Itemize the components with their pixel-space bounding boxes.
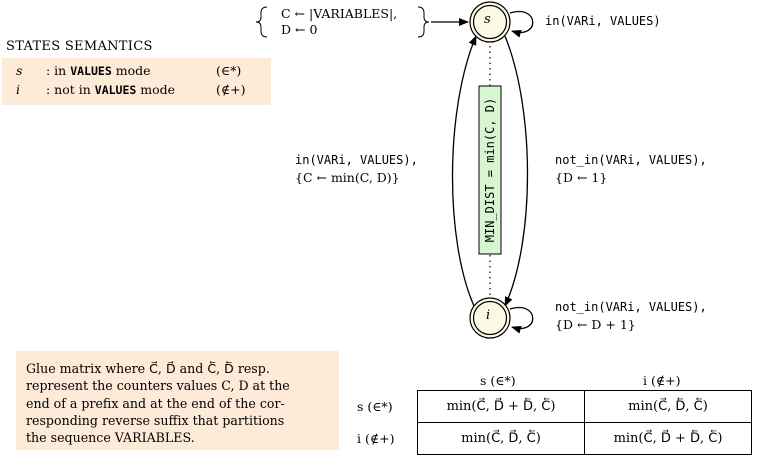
matrix-cell-i-i: min(C⃗, D⃗ + D⃖, C⃖)	[584, 422, 752, 455]
glue-note-line-1: Glue matrix where C⃗, D⃗ and C⃖, D⃖ resp…	[26, 361, 270, 376]
matrix-col-header-s: s (∈*)	[480, 373, 516, 388]
loop-i-label-1: not_in(VARi, VALUES),	[555, 300, 707, 314]
transition-i-to-s	[451, 35, 477, 307]
states-semantics-title: STATES SEMANTICS	[6, 39, 153, 54]
semantics-state-i: i	[16, 82, 20, 97]
transition-s-to-i-label-1: not_in(VARi, VALUES),	[555, 153, 707, 167]
state-i	[469, 297, 511, 339]
loop-i	[509, 306, 534, 334]
semantics-row-s: s : in VALUES mode (∈*)	[2, 62, 271, 80]
transition-s-to-i	[504, 35, 529, 307]
matrix-col-header-i: i (∉+)	[643, 373, 681, 388]
glue-note-line-2: represent the counters values C, D at th…	[26, 378, 290, 394]
glue-note-text: Glue matrix where C⃗, D⃗ and C⃖, D⃖ resp…	[26, 360, 336, 446]
semantics-row-i: i : not in VALUES mode (∉+)	[2, 81, 271, 99]
matrix-cell-s-s: min(C⃗, D⃗ + D⃖, C⃖)	[417, 390, 585, 423]
semantics-desc-s: : in VALUES mode	[46, 63, 151, 78]
semantics-state-s: s	[16, 63, 23, 78]
matrix-row-s: min(C⃗, D⃗ + D⃖, C⃖) min(C⃗, D⃖, C⃖)	[417, 390, 752, 423]
transition-s-to-i-label-2: {D ← 1}	[555, 170, 608, 185]
matrix-cell-s-i: min(C⃗, D⃖, C⃖)	[584, 390, 752, 423]
glue-note-line-3: end of a prefix and at the end of the co…	[26, 395, 285, 411]
matrix-cell-i-s: min(C⃗, D⃗, C⃖)	[417, 422, 585, 455]
semantics-desc-i: : not in VALUES mode	[46, 82, 176, 97]
min-dist-box	[478, 85, 502, 255]
semantics-symbol-s: (∈*)	[216, 63, 242, 78]
init-left-brace	[255, 6, 268, 38]
transition-i-to-s-label-2: {C ← min(C, D)}	[295, 170, 400, 185]
transition-i-to-s-label-1: in(VARi, VALUES),	[295, 153, 418, 167]
semantics-symbol-i: (∉+)	[216, 82, 246, 97]
states-semantics-panel: s : in VALUES mode (∈*) i : not in VALUE…	[2, 58, 271, 105]
matrix-row-header-s: s (∈*)	[357, 399, 393, 414]
state-i-label: i	[486, 308, 491, 323]
matrix-row-header-i: i (∉+)	[357, 431, 395, 446]
loop-i-label-2: {D ← D + 1}	[555, 317, 636, 332]
min-dist-label: MIN_DIST = min(C, D)	[483, 97, 497, 243]
state-s-label: s	[484, 12, 491, 27]
glue-note-line-4: responding reverse suffix that partition…	[26, 412, 285, 428]
state-s	[469, 1, 511, 43]
glue-note-panel	[16, 351, 339, 450]
init-line-2: D ← 0	[281, 22, 318, 37]
glue-note-line-5: the sequence VARIABLES.	[26, 430, 195, 446]
matrix-row-i: min(C⃗, D⃗, C⃖) min(C⃗, D⃗ + D⃖, C⃖)	[417, 422, 752, 455]
loop-s-label: in(VARi, VALUES)	[545, 14, 661, 28]
loop-s	[509, 10, 534, 38]
init-line-1: C ← |VARIABLES|,	[281, 6, 398, 21]
glue-matrix: min(C⃗, D⃗ + D⃖, C⃖) min(C⃗, D⃖, C⃖) min…	[417, 390, 752, 455]
init-right-brace	[417, 6, 430, 38]
